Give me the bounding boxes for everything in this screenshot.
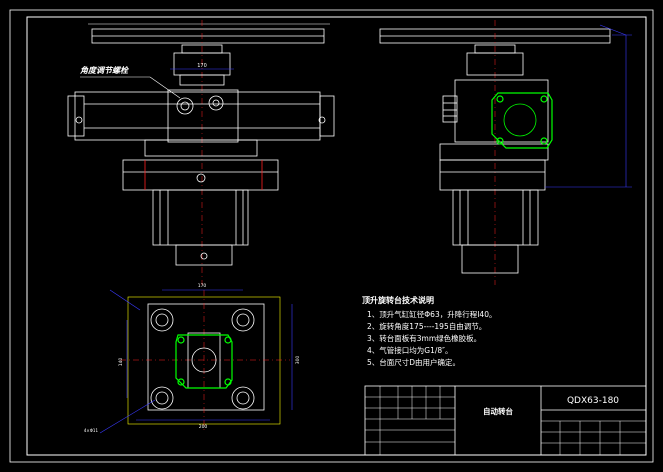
- plan-dimensions: [99, 289, 293, 434]
- side-height-dimension: [545, 24, 632, 188]
- dim-plan-outer: 200: [199, 424, 208, 430]
- note-item-5: 5、台面尺寸D由用户确定。: [367, 357, 460, 367]
- side-view: [379, 20, 611, 285]
- dim-plan-width: 170: [198, 283, 207, 289]
- dim-plan-side: 300: [295, 356, 301, 365]
- side-view-green-plate: [491, 92, 553, 149]
- callout-label: 角度调节螺栓: [80, 66, 130, 75]
- title-block-name: 自动转台: [483, 406, 513, 416]
- dim-plan-hole: 4×Φ11: [84, 428, 99, 433]
- sheet-border: [9, 9, 654, 463]
- drawing-frame: [26, 16, 647, 456]
- plan-view: [120, 290, 290, 430]
- technical-notes: 顶升旋转台技术说明 1、顶升气缸缸径Φ63，升降行程Ⅰ40。 2、旋转角度175…: [362, 295, 496, 367]
- title-block: [364, 385, 647, 456]
- adjust-bolt-callout: 角度调节螺栓: [80, 66, 181, 99]
- note-item-4: 4、气管接口均为G1/8″。: [367, 345, 452, 355]
- front-view: [67, 20, 335, 285]
- note-item-2: 2、旋转角度175----195自由调节。: [367, 321, 486, 331]
- plan-base-plate: [147, 303, 265, 411]
- notes-title: 顶升旋转台技术说明: [362, 295, 434, 305]
- note-item-3: 3、转台面板有3mm绿色橡胶板。: [367, 333, 481, 343]
- dim-plan-height: 140: [118, 358, 124, 367]
- note-item-1: 1、顶升气缸缸径Φ63，升降行程Ⅰ40。: [367, 309, 496, 319]
- title-block-code: QDX63-180: [567, 396, 619, 406]
- front-dimension: 170: [170, 63, 234, 70]
- dim-top-width: 170: [197, 63, 207, 69]
